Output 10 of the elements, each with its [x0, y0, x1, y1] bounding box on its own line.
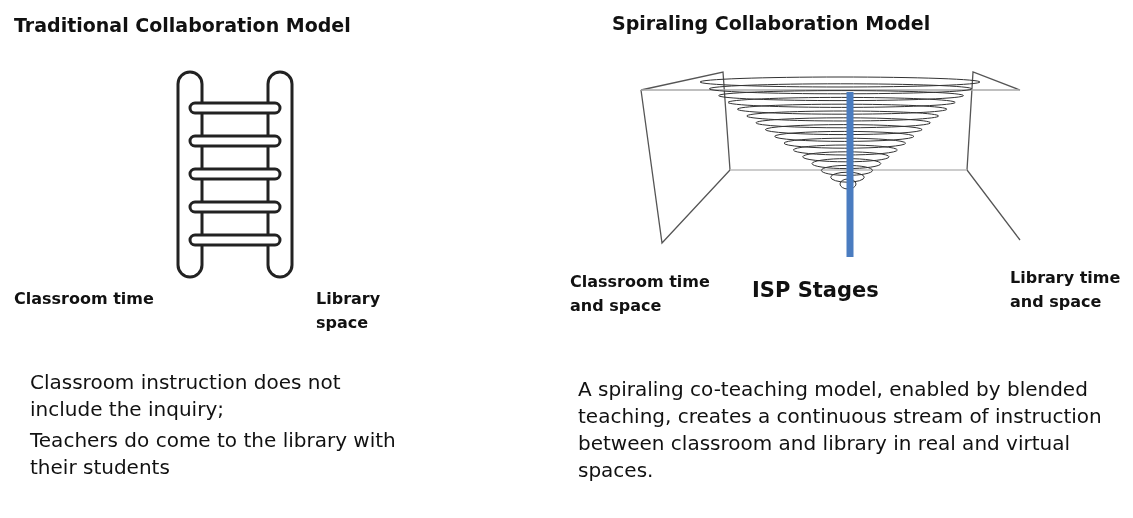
side-label: Classroom time — [14, 288, 154, 310]
description: A spiraling co-teaching model, enabled by blended teaching, creates a continuous stream of instruction between classroom and library in real and virtual spaces. — [578, 376, 1103, 484]
heading: Traditional Collaboration Model — [14, 14, 352, 36]
description: Teachers do come to the library with their students — [30, 427, 397, 481]
description: Classroom instruction does not include the inquiry; — [30, 369, 342, 423]
heading: Spiraling Collaboration Model — [612, 12, 932, 34]
side-label: Library time and space — [1010, 267, 1122, 313]
axis-label: ISP Stages — [752, 278, 880, 302]
side-label: Classroom time and space — [570, 271, 711, 317]
side-label: Library space — [316, 288, 382, 334]
